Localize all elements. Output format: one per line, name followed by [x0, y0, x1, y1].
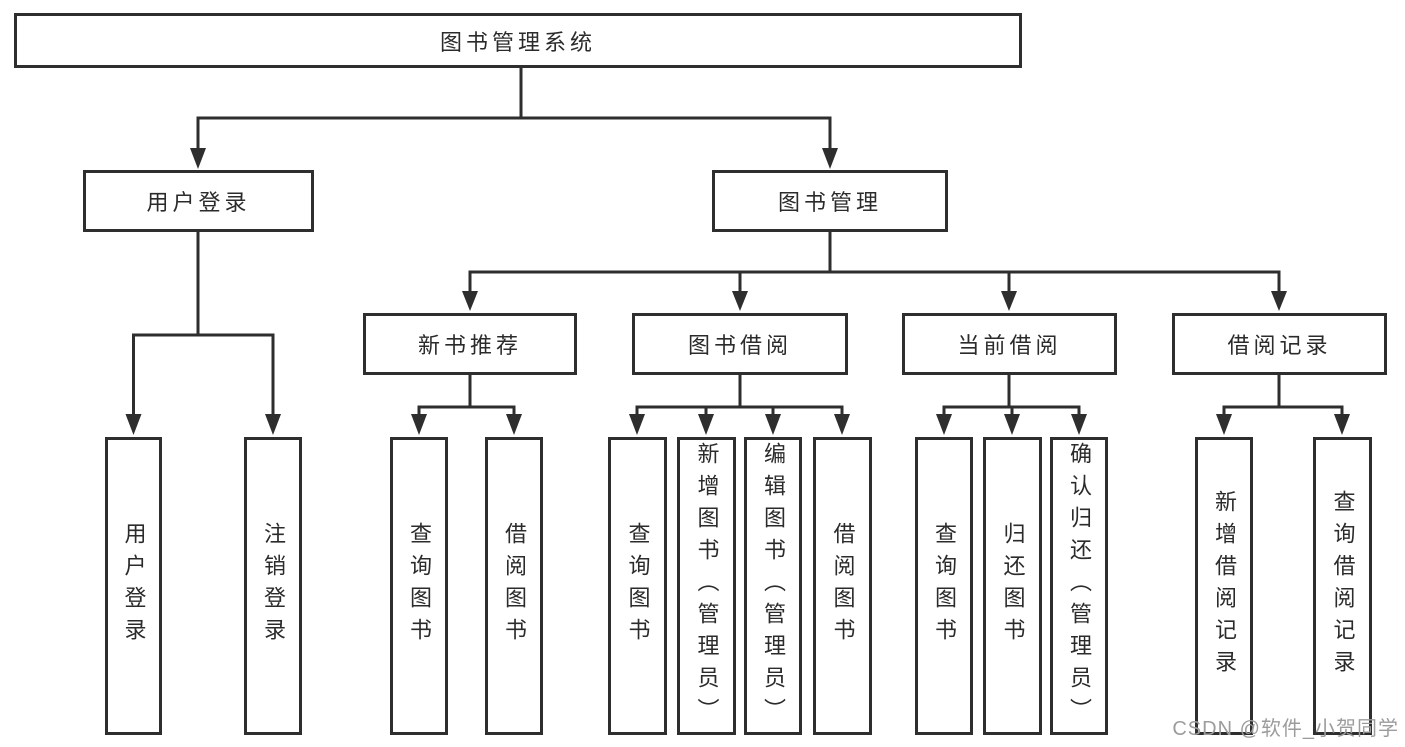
- node-borrow-records-label: 借阅记录: [1227, 333, 1332, 358]
- node-user-login: 用户登录: [83, 170, 314, 232]
- leaf-recommend-borrow-books-label: 借阅图书: [502, 522, 527, 650]
- leaf-user-login-label: 用户登录: [121, 522, 147, 650]
- leaf-add-books-admin-label: 新增图书（管理员）: [694, 442, 720, 730]
- leaf-edit-books-admin-label: 编辑图书（管理员）: [761, 442, 786, 730]
- leaf-query-borrow-record: 查询借阅记录: [1313, 437, 1372, 735]
- watermark: CSDN @软件_小贺同学: [1172, 718, 1399, 740]
- leaf-current-query-books: 查询图书: [915, 437, 973, 735]
- node-new-book-recommend: 新书推荐: [363, 313, 577, 375]
- node-root-label: 图书管理系统: [439, 29, 596, 55]
- leaf-recommend-query-books: 查询图书: [390, 437, 448, 735]
- leaf-borrow-query-books-label: 查询图书: [625, 522, 651, 650]
- leaf-add-borrow-record: 新增借阅记录: [1195, 437, 1253, 735]
- node-borrow-records: 借阅记录: [1172, 313, 1387, 375]
- node-book-management: 图书管理: [712, 170, 948, 232]
- leaf-borrow-books-label: 借阅图书: [830, 522, 856, 650]
- leaf-edit-books-admin: 编辑图书（管理员）: [744, 437, 802, 735]
- leaf-recommend-query-books-label: 查询图书: [407, 522, 432, 650]
- leaf-confirm-return-admin-label: 确认归还（管理员）: [1067, 442, 1092, 730]
- node-current-borrow: 当前借阅: [902, 313, 1117, 375]
- node-book-borrow-label: 图书借阅: [687, 333, 792, 358]
- leaf-confirm-return-admin: 确认归还（管理员）: [1050, 437, 1108, 735]
- node-book-management-label: 图书管理: [777, 190, 882, 215]
- leaf-add-books-admin: 新增图书（管理员）: [677, 437, 736, 735]
- leaf-return-books: 归还图书: [983, 437, 1042, 735]
- leaf-borrow-books: 借阅图书: [813, 437, 872, 735]
- leaf-return-books-label: 归还图书: [1000, 522, 1026, 650]
- leaf-query-borrow-record-label: 查询借阅记录: [1330, 490, 1356, 682]
- node-book-borrow: 图书借阅: [632, 313, 848, 375]
- leaf-logout-label: 注销登录: [261, 522, 286, 650]
- leaf-logout: 注销登录: [244, 437, 302, 735]
- leaf-add-borrow-record-label: 新增借阅记录: [1212, 490, 1237, 682]
- node-user-login-label: 用户登录: [146, 190, 251, 215]
- leaf-current-query-books-label: 查询图书: [932, 522, 957, 650]
- leaf-borrow-query-books: 查询图书: [608, 437, 667, 735]
- node-current-borrow-label: 当前借阅: [957, 333, 1062, 358]
- leaf-user-login: 用户登录: [105, 437, 162, 735]
- node-root: 图书管理系统: [14, 13, 1022, 68]
- node-new-book-recommend-label: 新书推荐: [417, 333, 522, 358]
- leaf-recommend-borrow-books: 借阅图书: [485, 437, 543, 735]
